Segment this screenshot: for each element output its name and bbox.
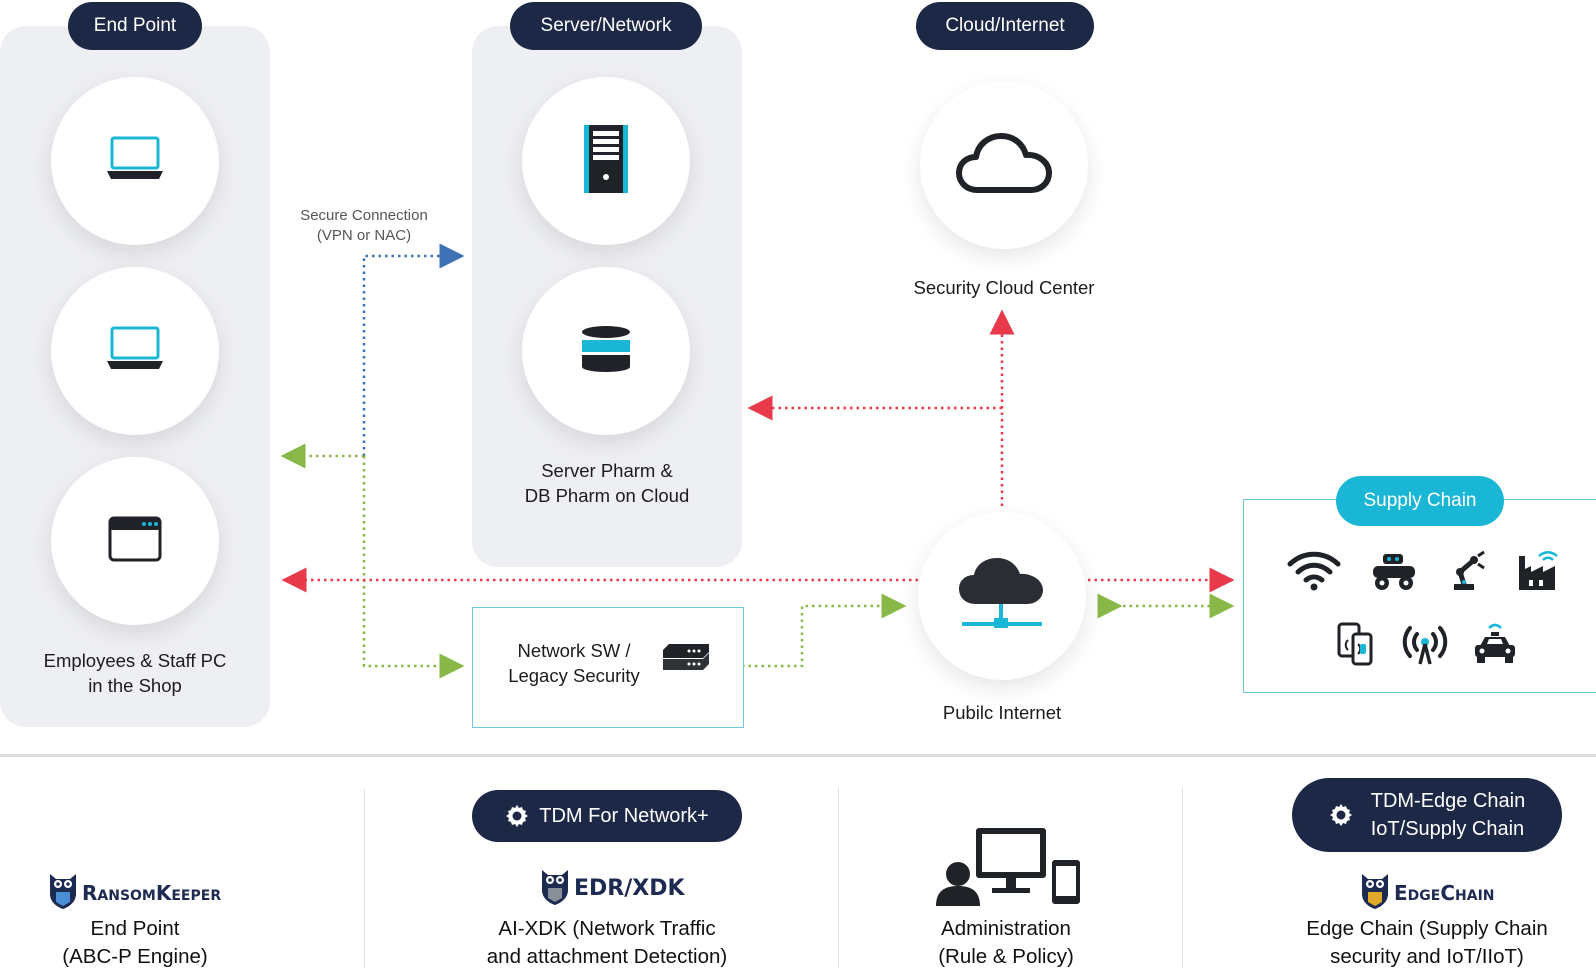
gear-icon xyxy=(1329,803,1353,827)
admin-devices-icon xyxy=(936,826,1082,911)
laptop-circle-2 xyxy=(51,267,219,435)
employees-label: Employees & Staff PC in the Shop xyxy=(43,650,227,696)
green-line-to-switch xyxy=(362,456,465,679)
column-separator-2 xyxy=(838,788,839,968)
owl-shield-icon xyxy=(540,866,570,911)
tdm-network-pill: TDM For Network+ xyxy=(472,790,742,842)
edgechain-logo: EdgeChain xyxy=(1360,870,1495,915)
edr-xdk-logo-text: EDR/XDK xyxy=(574,876,685,901)
browser-window-icon xyxy=(108,516,162,567)
antenna-icon xyxy=(1400,622,1450,671)
laptop-icon xyxy=(106,135,164,188)
column-separator-1 xyxy=(364,788,365,968)
database-circle xyxy=(522,267,690,435)
network-switch-icon xyxy=(659,642,711,679)
network-sw-label: Network SW / Legacy Security xyxy=(508,640,640,686)
server-tower-icon xyxy=(583,124,629,198)
public-internet-label: Pubilc Internet xyxy=(942,702,1062,723)
section-divider xyxy=(0,754,1596,757)
factory-icon xyxy=(1515,550,1559,597)
supply-chain-pill: Supply Chain xyxy=(1336,476,1504,526)
ransomkeeper-logo: RansomKeeper xyxy=(48,870,221,915)
cloud-network-icon xyxy=(956,556,1048,637)
security-cloud-label: Security Cloud Center xyxy=(913,277,1095,298)
column-separator-3 xyxy=(1182,788,1183,968)
edgechain-logo-text: EdgeChain xyxy=(1394,880,1495,905)
browser-circle xyxy=(51,457,219,625)
green-line-switch-internet xyxy=(742,593,907,668)
robot-arm-icon xyxy=(1446,550,1488,597)
end-point-bottom-label: End Point (ABC-P Engine) xyxy=(62,917,208,968)
database-icon xyxy=(580,325,632,378)
secure-connection-label: Secure Connection (VPN or NAC) xyxy=(300,207,428,244)
owl-shield-icon xyxy=(48,870,78,915)
edge-bottom-label: Edge Chain (Supply Chain security and Io… xyxy=(1306,917,1548,968)
tdm-network-pill-label: TDM For Network+ xyxy=(539,804,709,827)
network-sw-box: Network SW / Legacy Security xyxy=(472,607,744,728)
wifi-icon xyxy=(1286,550,1342,597)
ransomkeeper-logo-text: RansomKeeper xyxy=(82,880,222,905)
tdm-edge-pill: TDM-Edge Chain IoT/Supply Chain xyxy=(1292,778,1562,852)
cloud-internet-pill: Cloud/Internet xyxy=(916,2,1094,50)
xdk-bottom-label: AI-XDK (Network Traffic and attachment D… xyxy=(486,917,728,968)
edr-xdk-logo: EDR/XDK xyxy=(540,866,685,911)
laptop-icon xyxy=(106,325,164,378)
tdm-edge-pill-label: TDM-Edge Chain IoT/Supply Chain xyxy=(1370,790,1526,840)
car-icon xyxy=(1472,622,1518,671)
gear-icon xyxy=(505,804,529,828)
server-pharm-label: Server Pharm & DB Pharm on Cloud xyxy=(524,460,690,506)
server-network-pill: Server/Network xyxy=(510,2,702,50)
robot-vehicle-icon xyxy=(1369,550,1419,597)
cloud-outline-icon xyxy=(956,132,1052,199)
owl-shield-icon xyxy=(1360,870,1390,915)
public-internet-circle xyxy=(918,512,1086,680)
laptop-circle-1 xyxy=(51,77,219,245)
security-cloud-circle xyxy=(920,81,1088,249)
secure-connection-line xyxy=(362,243,465,456)
mobile-devices-icon xyxy=(1336,622,1376,671)
admin-bottom-label: Administration (Rule & Policy) xyxy=(938,917,1074,968)
end-point-pill: End Point xyxy=(68,2,202,50)
server-circle xyxy=(522,77,690,245)
